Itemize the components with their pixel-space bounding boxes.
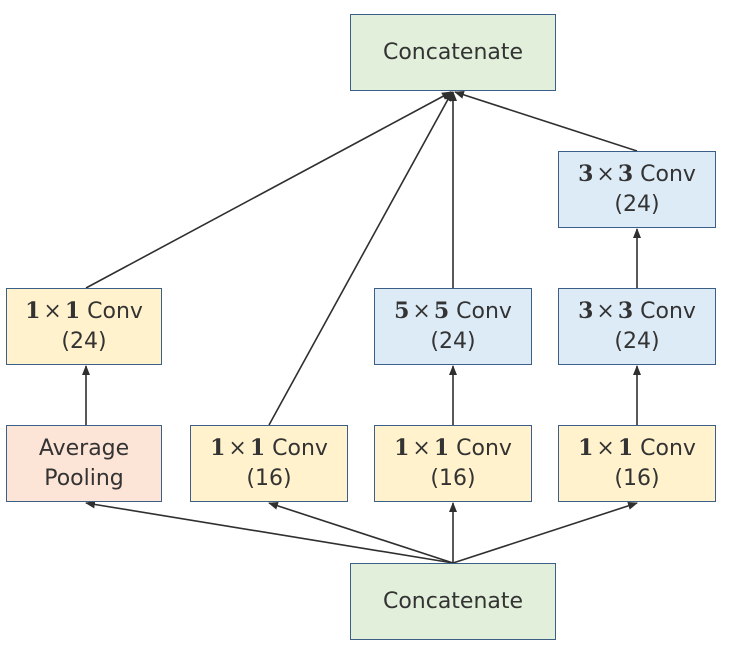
average-pooling-label-line2: Pooling [44, 465, 124, 491]
branch3-conv5x5-kernel: 5×5 Conv [394, 298, 512, 324]
average-pooling-node: Average Pooling [6, 425, 162, 502]
branch4-conv3x3-first-node: 3×3 Conv (24) [558, 288, 716, 365]
branch1-conv1x1-kernel: 1×1 Conv [25, 298, 143, 324]
branch4-conv3x3-second-kernel: 3×3 Conv [578, 161, 696, 187]
concatenate-bottom-label: Concatenate [382, 588, 524, 614]
branch2-conv1x1-node: 1×1 Conv (16) [190, 425, 348, 502]
edge-b2-conv1-to-concat [268, 91, 453, 426]
branch2-conv1x1-kernel: 1×1 Conv [210, 435, 328, 461]
branch4-conv3x3-second-channels: (24) [614, 192, 660, 217]
edge-b1-conv1-to-concat [85, 91, 452, 289]
average-pooling-label-line1: Average [38, 435, 130, 461]
branch4-conv1x1-kernel: 1×1 Conv [578, 435, 696, 461]
branch4-conv3x3-second-node: 3×3 Conv (24) [558, 151, 716, 228]
branch4-conv1x1-channels: (16) [614, 466, 660, 491]
branch4-conv1x1-node: 1×1 Conv (16) [558, 425, 716, 502]
edge-b4-conv3b-to-concat [454, 90, 638, 152]
branch2-conv1x1-channels: (16) [246, 466, 292, 491]
branch3-conv5x5-channels: (24) [430, 329, 476, 354]
edge-concat-to-avgpool [85, 500, 454, 564]
edge-concat-to-b2-conv1 [268, 501, 454, 564]
branch4-conv3x3-first-channels: (24) [614, 329, 660, 354]
edge-concat-to-b4-conv1 [452, 501, 638, 564]
concatenate-top-label: Concatenate [382, 39, 524, 65]
branch3-conv1x1-channels: (16) [430, 466, 476, 491]
concatenate-top-node: Concatenate [350, 14, 556, 91]
branch3-conv5x5-node: 5×5 Conv (24) [374, 288, 532, 365]
branch4-conv3x3-first-kernel: 3×3 Conv [578, 298, 696, 324]
branch3-conv1x1-node: 1×1 Conv (16) [374, 425, 532, 502]
branch3-conv1x1-kernel: 1×1 Conv [394, 435, 512, 461]
branch1-conv1x1-channels: (24) [61, 329, 107, 354]
concatenate-bottom-node: Concatenate [350, 563, 556, 640]
branch1-conv1x1-node: 1×1 Conv (24) [6, 288, 162, 365]
